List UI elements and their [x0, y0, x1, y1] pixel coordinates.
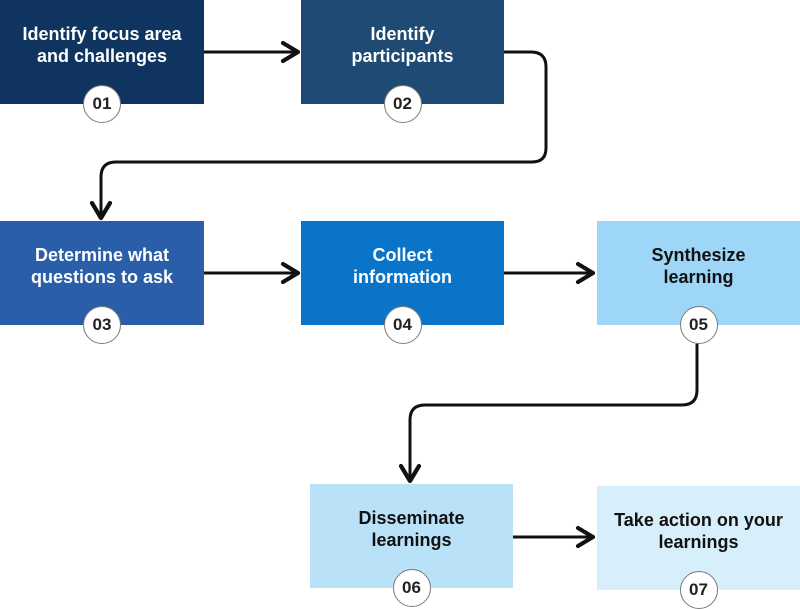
step-label: Take action on your learnings [614, 510, 783, 552]
step-label: Disseminate learnings [358, 508, 465, 550]
step-identify-focus-area: Identify focus area and challenges 01 [0, 0, 204, 123]
step-synthesize-learning: Synthesize learning 05 [597, 221, 800, 344]
step-number-badge: 04 [383, 306, 422, 344]
step-label: Identify focus area and challenges [22, 24, 182, 66]
step-label: Collect information [353, 245, 452, 287]
step-take-action: Take action on your learnings 07 [597, 486, 800, 609]
step-number-badge: 01 [83, 85, 121, 123]
step-label: Determine what questions to ask [30, 245, 174, 287]
step-number-badge: 03 [83, 306, 121, 344]
step-label: Synthesize learning [651, 245, 746, 287]
arrow-02-to-03 [89, 50, 548, 221]
step-number-badge: 05 [679, 306, 718, 344]
step-number-badge: 02 [383, 85, 422, 123]
step-label: Identify participants [351, 24, 454, 66]
step-number-badge: 07 [679, 571, 718, 609]
step-determine-questions: Determine what questions to ask 03 [0, 221, 204, 344]
step-collect-information: Collect information 04 [301, 221, 504, 344]
arrow-05-to-06 [398, 343, 699, 484]
step-disseminate-learnings: Disseminate learnings 06 [310, 484, 513, 607]
step-identify-participants: Identify participants 02 [301, 0, 504, 123]
step-number-badge: 06 [392, 569, 431, 607]
